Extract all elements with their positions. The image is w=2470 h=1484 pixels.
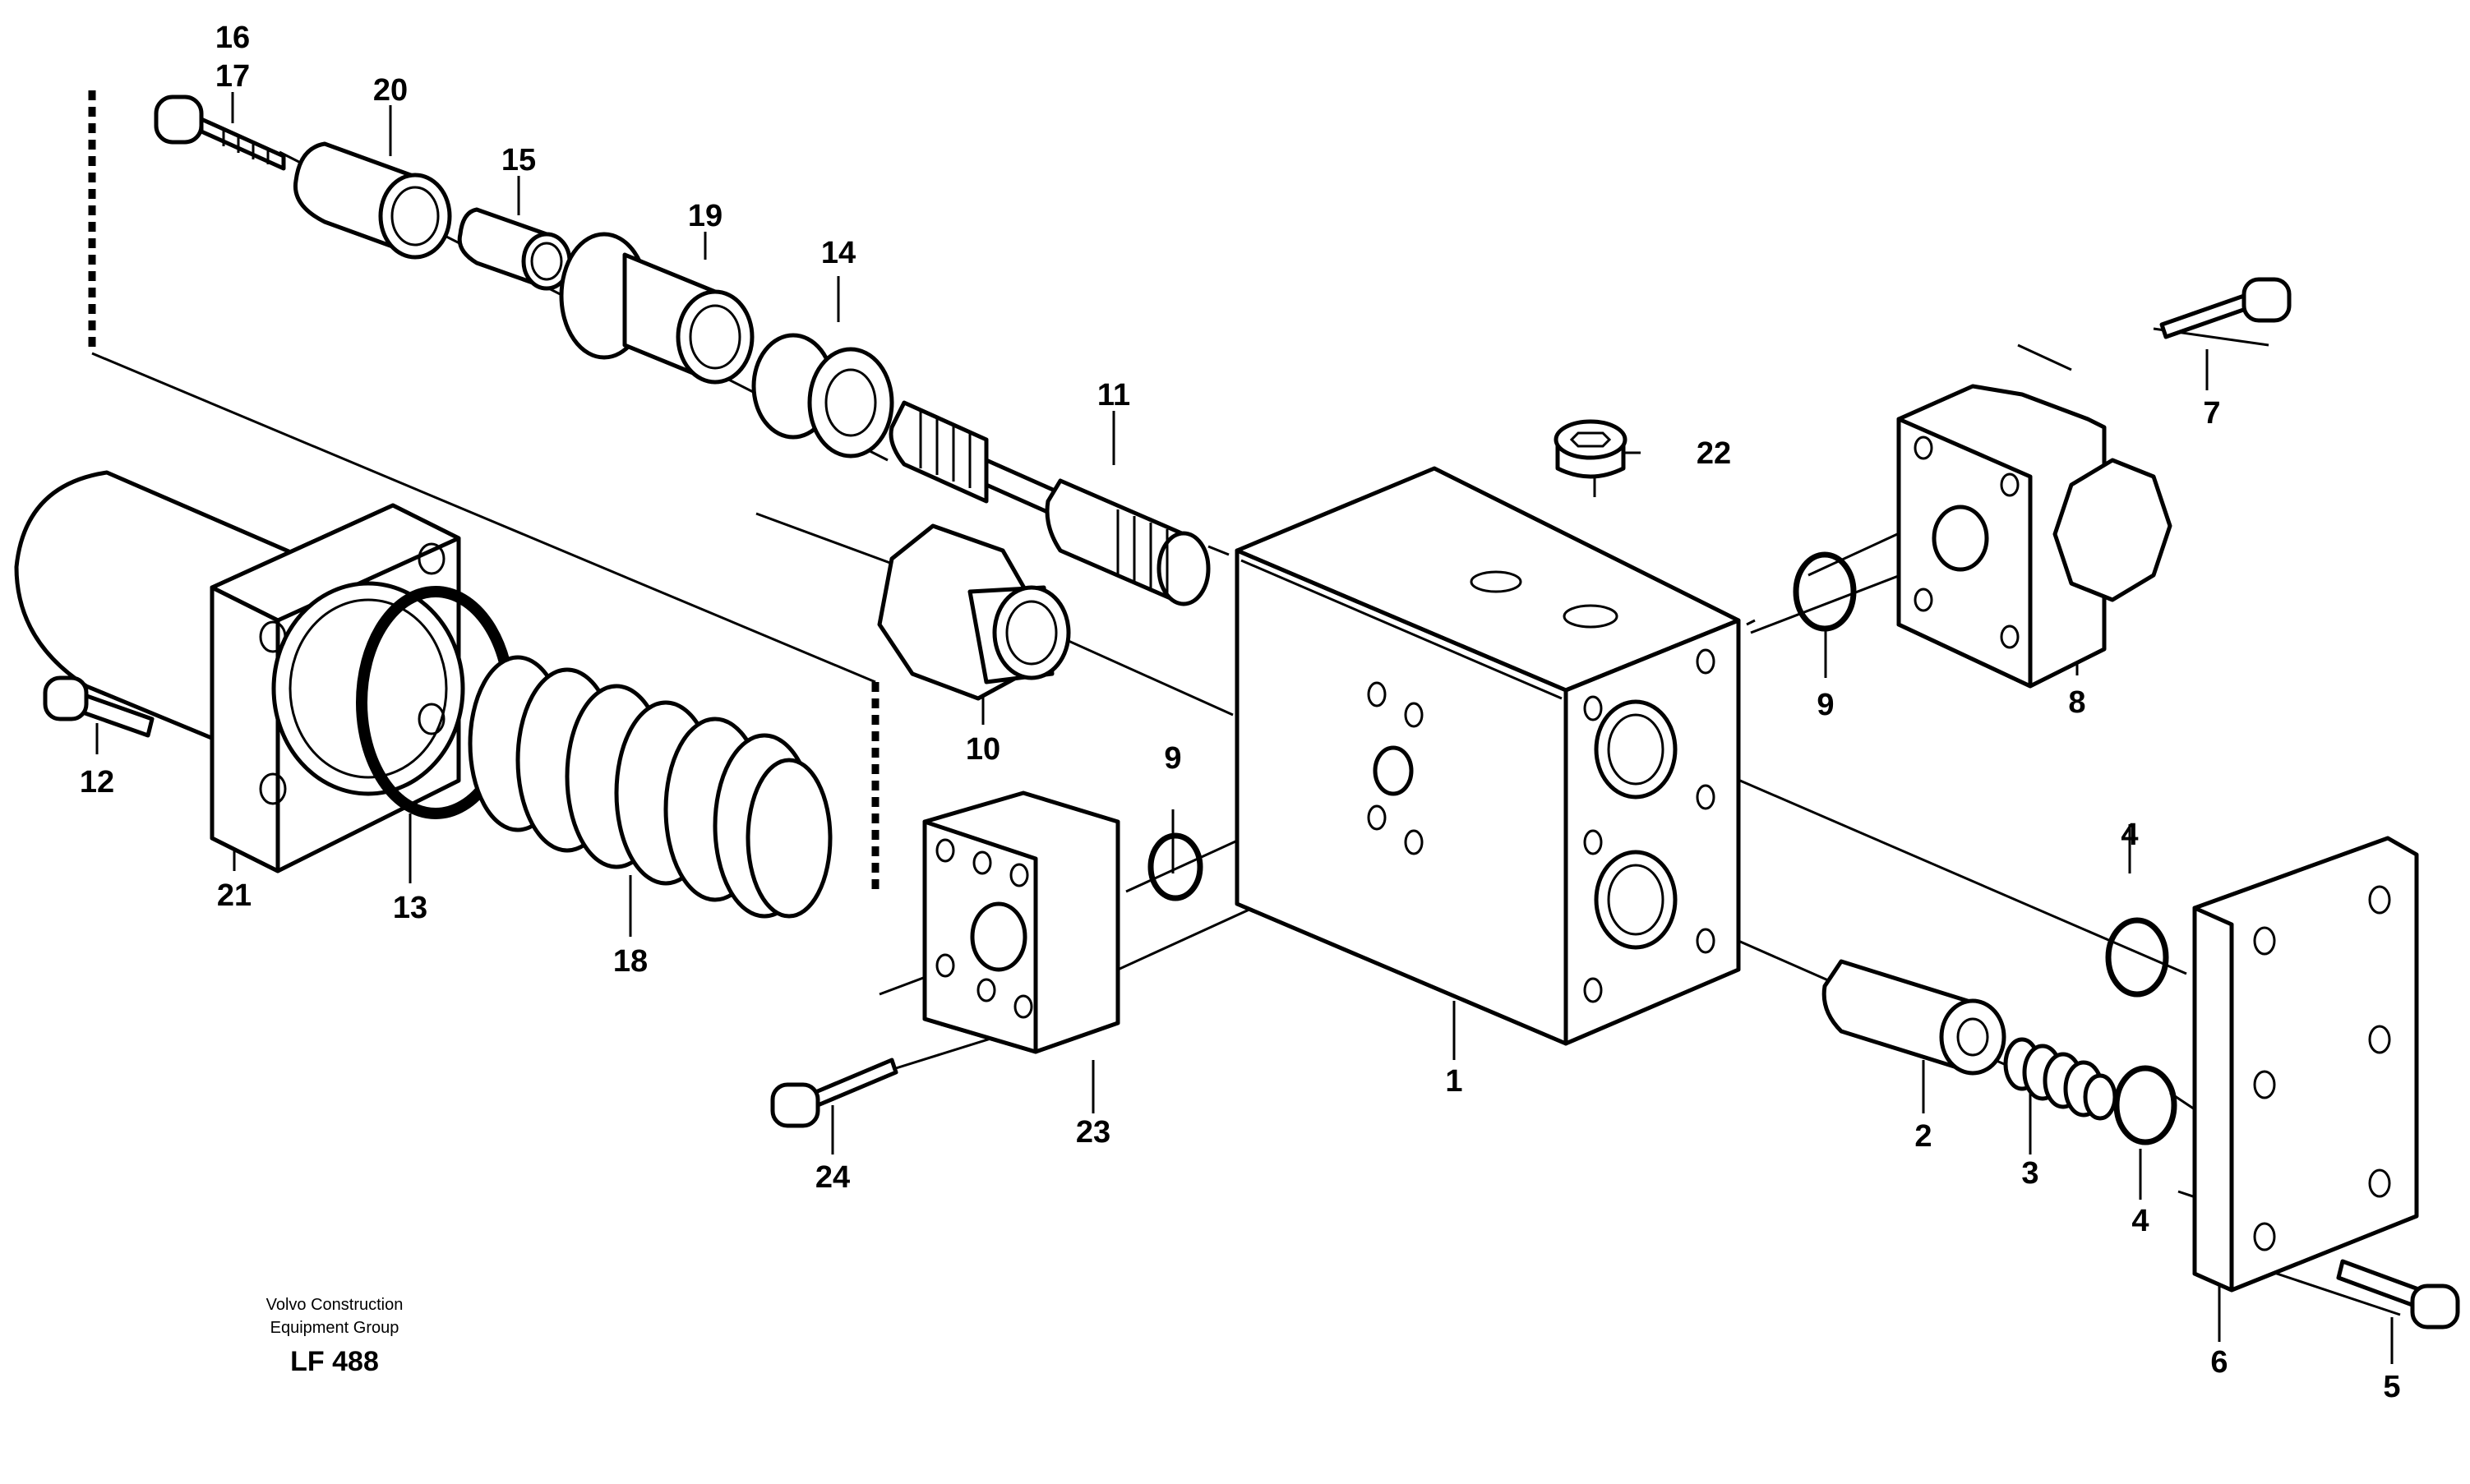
callout-14: 14 <box>821 236 856 270</box>
figure-code: LF 488 <box>290 1346 379 1377</box>
callout-15: 15 <box>501 143 536 177</box>
flanged-sleeve <box>559 232 755 385</box>
credit-block: Volvo Construction Equipment Group LF 48… <box>266 1296 404 1377</box>
small-piston <box>1821 959 2006 1076</box>
callout-9-middle: 9 <box>1164 741 1181 776</box>
screw-bottom-left <box>770 1058 898 1128</box>
callout-21: 21 <box>217 878 252 913</box>
sleeve <box>457 207 572 291</box>
callout-3: 3 <box>2021 1156 2038 1191</box>
callout-4-lower: 4 <box>2131 1204 2149 1238</box>
callout-24: 24 <box>815 1160 850 1195</box>
callout-6: 6 <box>2210 1345 2228 1380</box>
o-ring-right <box>1793 551 1857 632</box>
callout-20: 20 <box>373 73 408 108</box>
valve-body <box>1235 466 1741 1046</box>
seat <box>751 333 894 459</box>
plug <box>1554 419 1627 479</box>
callout-8: 8 <box>2068 685 2085 720</box>
callout-17: 17 <box>215 59 250 94</box>
bushing <box>293 141 452 260</box>
hex-nipple <box>877 523 1071 701</box>
screw-bottom-right <box>2336 1259 2460 1330</box>
solenoid-cap <box>1896 384 2172 689</box>
callout-9-upper: 9 <box>1817 688 1834 722</box>
callout-12: 12 <box>80 765 114 800</box>
callout-19: 19 <box>688 199 723 233</box>
end-cover-plate <box>2192 836 2419 1293</box>
dashed-reference-brackets <box>88 90 880 896</box>
callout-2: 2 <box>1914 1119 1932 1154</box>
callout-numbers: 16 17 20 15 19 14 11 22 7 9 8 10 12 21 1… <box>80 21 2401 1404</box>
screw-left <box>43 675 155 738</box>
o-ring-middle <box>1147 832 1203 901</box>
callout-16: 16 <box>215 21 250 55</box>
callout-5: 5 <box>2383 1370 2400 1404</box>
cover-plate <box>922 790 1120 1054</box>
flange-housing <box>14 470 465 873</box>
callout-11: 11 <box>1097 378 1130 412</box>
spring-large <box>468 655 833 919</box>
callout-4-upper: 4 <box>2121 818 2138 852</box>
screw-top-right <box>2159 277 2292 339</box>
callout-23: 23 <box>1076 1115 1110 1150</box>
callout-1: 1 <box>1445 1064 1462 1099</box>
threaded-piston <box>889 400 1211 606</box>
screw-top-left <box>154 94 286 171</box>
callout-7: 7 <box>2203 396 2220 431</box>
callout-10: 10 <box>966 732 1000 767</box>
credit-line-2: Equipment Group <box>270 1319 399 1337</box>
credit-line-1: Volvo Construction <box>266 1296 404 1314</box>
callout-13: 13 <box>393 891 427 925</box>
callout-18: 18 <box>613 944 648 979</box>
leader-lines <box>91 92 2401 1364</box>
callout-22: 22 <box>1697 436 1731 471</box>
small-spring <box>2003 1037 2117 1121</box>
o-ring-4-upper <box>2105 917 2169 998</box>
o-ring-4-lower <box>2113 1065 2177 1145</box>
